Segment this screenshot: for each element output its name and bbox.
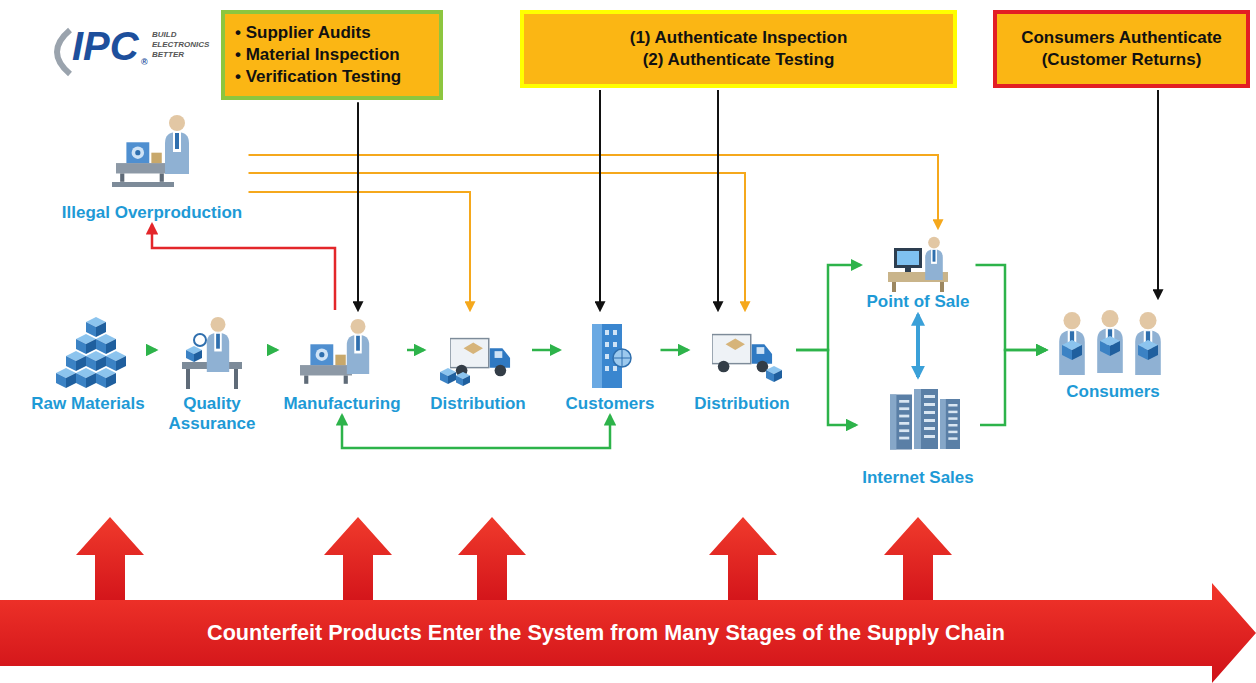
flow-connector [342, 416, 610, 448]
flow-connector [980, 350, 1046, 425]
flow-connector [976, 265, 1047, 350]
stage-label: Consumers [1048, 382, 1178, 402]
raw-materials-icon [56, 317, 126, 388]
callout-text: • Verification Testing [235, 66, 429, 88]
stage-node: Point of Sale [863, 230, 974, 312]
logo-tagline: BETTER [152, 51, 184, 59]
stage-node: Distribution [426, 312, 530, 414]
flow-connector [249, 192, 471, 310]
flow-connector [357, 102, 359, 310]
callout-text: • Supplier Audits [235, 22, 429, 44]
internet-sales-server-icon [890, 389, 960, 450]
stage-node: Manufacturing [279, 312, 405, 414]
stage-node: Illegal Overproduction [58, 108, 247, 223]
customers-building-icon [592, 324, 631, 388]
flow-connector [796, 350, 856, 425]
stage-label: Point of Sale [863, 292, 974, 312]
logo-mark: ® [141, 58, 148, 67]
entry-arrow [884, 517, 952, 603]
stage-label: Customers [562, 394, 659, 414]
callout-text: • Material Inspection [235, 44, 429, 66]
stage-label: Quality Assurance [158, 394, 266, 433]
manufacturing-icon [300, 319, 369, 384]
flow-connector [661, 349, 689, 352]
stage-node: Customers [562, 312, 659, 414]
flow-connector [151, 349, 156, 352]
entry-arrow [709, 517, 777, 603]
logo-text: IPC [72, 26, 139, 66]
stage-label: Internet Sales [858, 468, 978, 488]
entry-arrow [458, 517, 526, 603]
banner-text: Counterfeit Products Enter the System fr… [0, 600, 1212, 666]
flow-connector [599, 90, 601, 310]
banner-arrow-outline [0, 583, 1256, 683]
stage-node: Quality Assurance [158, 312, 266, 433]
entry-arrow [324, 517, 392, 603]
stage-label: Raw Materials [27, 394, 149, 414]
banner-arrow: Counterfeit Products Enter the System fr… [0, 583, 1256, 683]
stage-node: Consumers [1048, 300, 1178, 402]
flow-connector [268, 349, 277, 352]
flow-connector [407, 349, 424, 352]
distribution-truck-icon [440, 339, 510, 386]
stage-node: Internet Sales [858, 380, 978, 488]
entry-arrow [76, 517, 144, 603]
distribution-truck-icon [712, 335, 782, 382]
callout-box: • Supplier Audits• Material Inspection• … [221, 10, 443, 100]
flow-connector [717, 90, 719, 310]
callout-text: Consumers Authenticate (Customer Returns… [1007, 27, 1236, 71]
stage-label: Illegal Overproduction [58, 203, 247, 223]
flow-connector [152, 225, 335, 310]
quality-assurance-icon [182, 317, 242, 389]
stage-label: Distribution [426, 394, 530, 414]
flow-connector [916, 315, 920, 377]
stage-node: Raw Materials [27, 312, 149, 414]
consumers-icon [1059, 310, 1161, 375]
stage-node: Distribution [690, 312, 794, 414]
illegal-overproduction-icon [112, 115, 189, 187]
flow-connector [532, 349, 560, 352]
callout-box: Consumers Authenticate (Customer Returns… [993, 10, 1250, 88]
flow-connector [1157, 90, 1159, 298]
stage-label: Manufacturing [279, 394, 405, 414]
logo-tagline: BUILD [152, 31, 176, 39]
logo-tagline: ELECTRONICS [152, 41, 209, 49]
flow-connector [796, 265, 861, 350]
ipc-logo-swoosh [57, 30, 70, 74]
callout-box: (1) Authenticate Inspection(2) Authentic… [520, 10, 957, 88]
flow-connector [249, 173, 746, 310]
callout-text: (2) Authenticate Testing [534, 49, 943, 71]
callout-text: (1) Authenticate Inspection [534, 27, 943, 49]
stage-label: Distribution [690, 394, 794, 414]
point-of-sale-icon [888, 237, 948, 292]
